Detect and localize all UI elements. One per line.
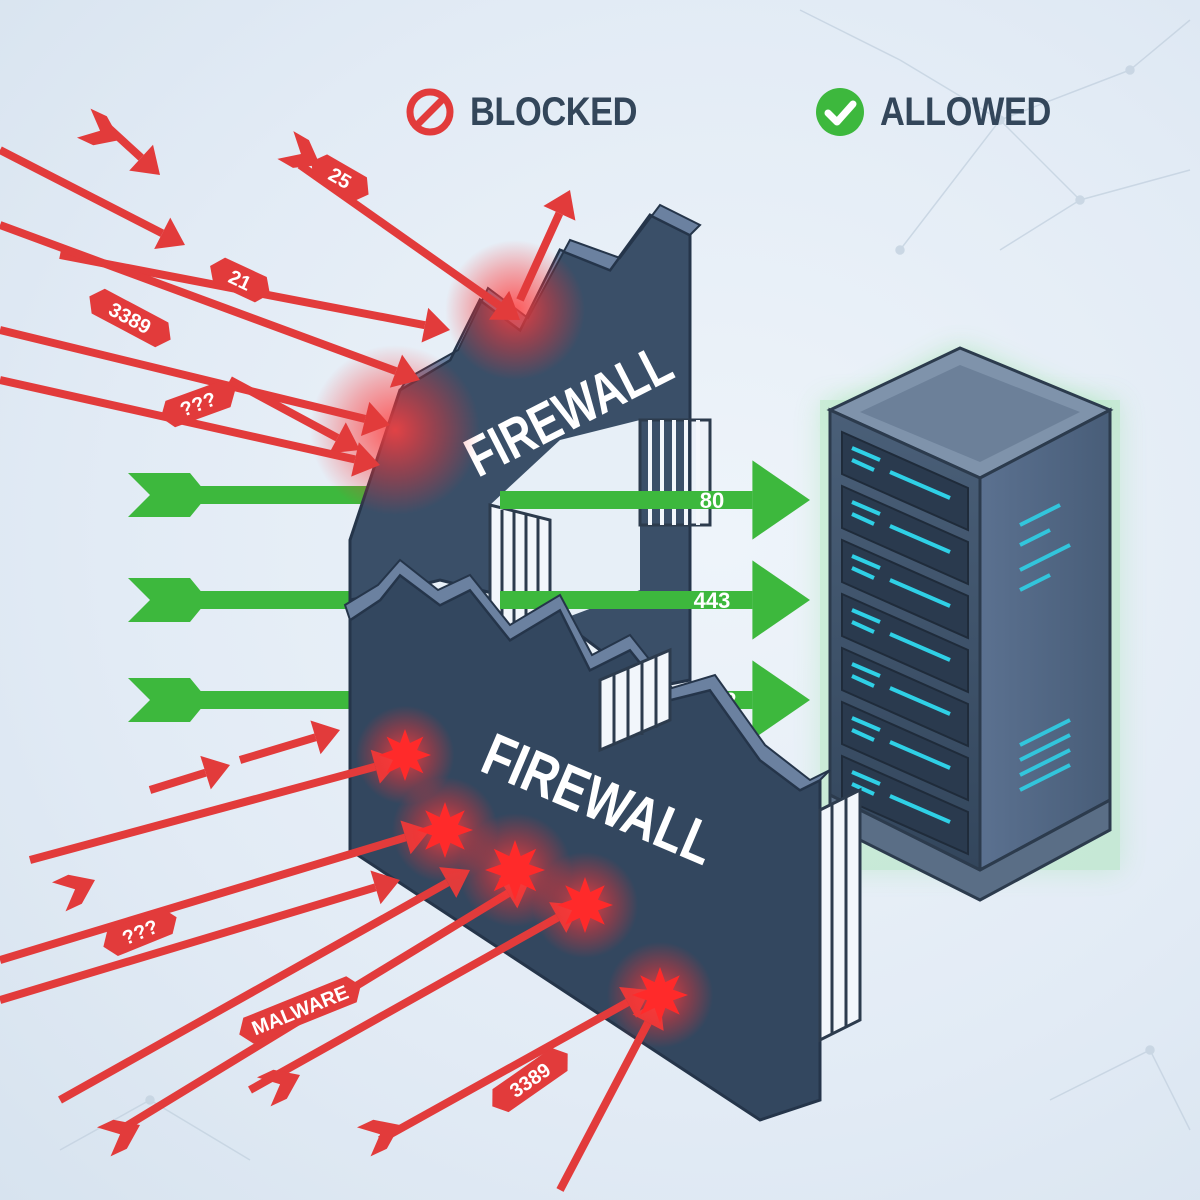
blocked-arrow (0, 870, 400, 1004)
allowed-arrow-tail (128, 578, 370, 622)
rack-unit (841, 430, 969, 532)
blocked-tag: 21 (210, 257, 270, 303)
legend-blocked-label: BLOCKED (470, 89, 638, 134)
blocked-arrow (0, 146, 185, 249)
blocked-arrow (238, 720, 340, 764)
blocked-tag-label: ??? (177, 388, 219, 421)
arrow-fletching (256, 1069, 300, 1107)
arrow-fletching (51, 874, 95, 912)
impact-burst (606, 941, 714, 1049)
checkmark-icon (816, 88, 864, 136)
rack-unit (841, 646, 969, 748)
legend-blocked: BLOCKED (404, 84, 664, 140)
network-background (59, 9, 1191, 1161)
rack-unit (841, 700, 969, 802)
legend-allowed-label: ALLOWED (880, 89, 1051, 134)
rack-unit (841, 592, 969, 694)
arrow-fletching (277, 131, 320, 168)
arrow-fletching (356, 1119, 400, 1157)
blocked-tag: 3389 (89, 288, 171, 348)
rack-unit (841, 538, 969, 640)
blocked-tag: 25 (311, 154, 369, 202)
allowed-arrow-tail (128, 473, 370, 517)
allowed-arrow-tail (128, 678, 370, 722)
impact-burst (531, 851, 639, 959)
allowed-traffic-stubs (128, 473, 370, 722)
legend-allowed: ALLOWED (814, 84, 1079, 140)
prohibited-icon (406, 88, 454, 136)
rack-unit (841, 754, 969, 856)
allowed-port-label: 80 (700, 488, 724, 513)
blocked-arrow (0, 221, 420, 388)
rack-unit (841, 484, 969, 586)
arrow-fletching (76, 108, 120, 146)
arrow-fletching (96, 1119, 140, 1157)
blocked-arrow (228, 376, 360, 454)
server-rack-icon (820, 346, 1120, 902)
blocked-arrow (148, 755, 230, 794)
allowed-arrow: 80 (500, 460, 810, 540)
blocked-arrow (0, 326, 390, 437)
allowed-arrow: 443 (500, 560, 810, 640)
allowed-port-label: 443 (694, 588, 731, 613)
deflected-arrow (516, 190, 576, 302)
blocked-arrow (58, 867, 470, 1104)
